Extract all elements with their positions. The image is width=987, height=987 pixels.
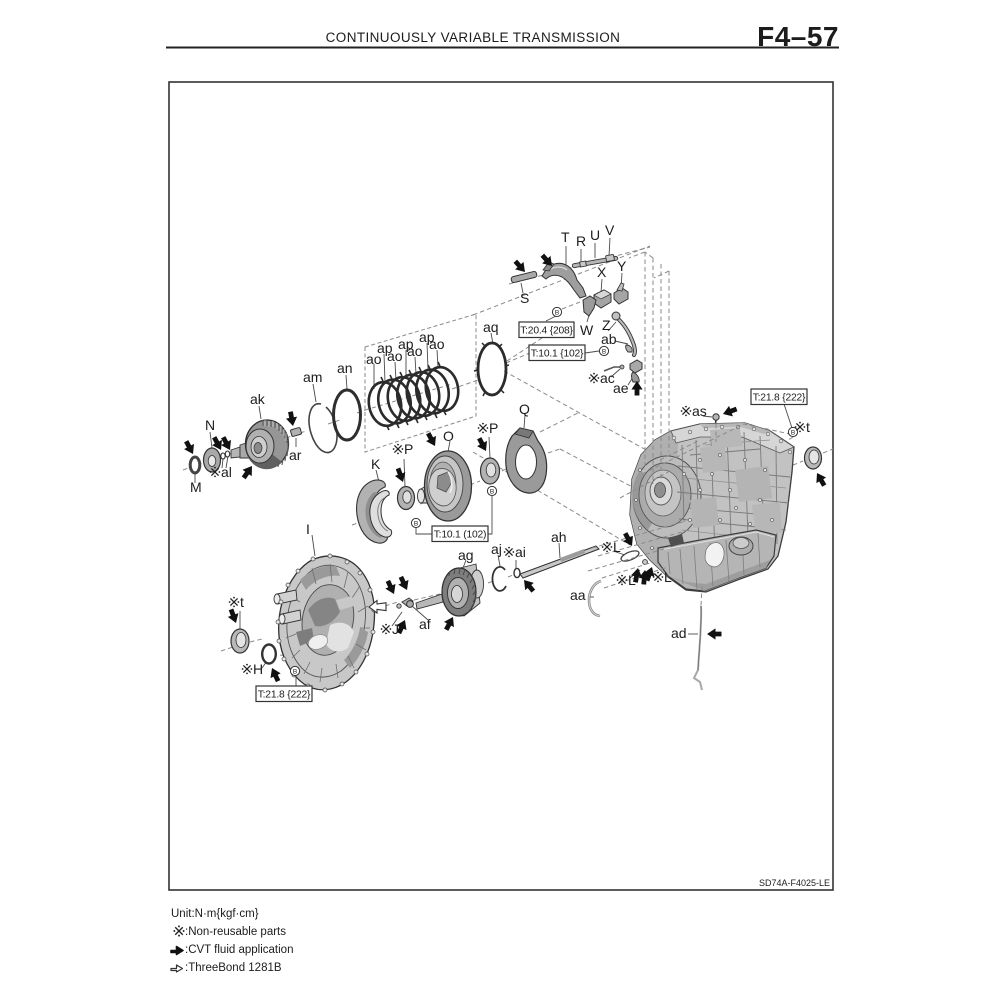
svg-text:ao: ao: [407, 343, 423, 359]
svg-text:CONTINUOUSLY VARIABLE TRANSMIS: CONTINUOUSLY VARIABLE TRANSMISSION: [326, 30, 621, 45]
svg-text:ak: ak: [250, 391, 266, 407]
svg-text:am: am: [303, 369, 322, 385]
svg-text:as: as: [692, 403, 707, 419]
svg-text:t: t: [806, 419, 810, 435]
svg-text:ad: ad: [671, 625, 687, 641]
svg-text:T: T: [561, 229, 570, 245]
svg-text:H: H: [253, 661, 263, 677]
svg-text:ab: ab: [601, 331, 617, 347]
svg-text:R: R: [576, 233, 586, 249]
svg-text:X: X: [597, 264, 607, 280]
svg-text:ac: ac: [600, 370, 615, 386]
svg-text:ao: ao: [429, 336, 445, 352]
svg-text:U: U: [590, 227, 600, 243]
svg-text:ao: ao: [387, 348, 403, 364]
svg-text:ar: ar: [289, 447, 302, 463]
svg-text:t: t: [240, 594, 244, 610]
svg-text:I: I: [306, 521, 310, 537]
svg-text:SD74A-F4025-LE: SD74A-F4025-LE: [759, 878, 830, 888]
svg-text:ap: ap: [377, 340, 393, 356]
svg-text:aa: aa: [570, 587, 586, 603]
svg-text:T:10.1 (102): T:10.1 (102): [434, 530, 487, 541]
svg-text:Y: Y: [617, 258, 627, 274]
svg-text:ag: ag: [458, 547, 474, 563]
svg-text:ap: ap: [398, 336, 414, 352]
svg-text:W: W: [580, 322, 594, 338]
svg-text:Unit:N·m{kgf·cm}: Unit:N·m{kgf·cm}: [171, 908, 259, 920]
svg-text:K: K: [371, 456, 381, 472]
svg-text:af: af: [419, 616, 431, 632]
svg-text:aj: aj: [491, 541, 502, 557]
svg-text:ap: ap: [419, 329, 435, 345]
svg-text::ThreeBond 1281B: :ThreeBond 1281B: [185, 962, 282, 974]
svg-text:Z: Z: [602, 317, 611, 333]
svg-text:N: N: [205, 417, 215, 433]
svg-text:O: O: [443, 428, 454, 444]
svg-text:P: P: [404, 441, 413, 457]
svg-text:T:10.1 {102}: T:10.1 {102}: [531, 349, 584, 360]
svg-text:al: al: [221, 464, 232, 480]
svg-text:an: an: [337, 360, 353, 376]
svg-text:M: M: [190, 479, 202, 495]
svg-text:ah: ah: [551, 529, 567, 545]
svg-text:L: L: [628, 572, 636, 588]
svg-text::Non-reusable parts: :Non-reusable parts: [185, 926, 286, 938]
svg-text:S: S: [520, 290, 529, 306]
svg-text:V: V: [605, 222, 615, 238]
svg-text::CVT fluid application: :CVT fluid application: [185, 944, 293, 956]
svg-text:P: P: [489, 420, 498, 436]
svg-text:ai: ai: [515, 544, 526, 560]
svg-text:T:20.4 {208}: T:20.4 {208}: [520, 326, 573, 337]
svg-text:J: J: [392, 621, 399, 637]
svg-text:ao: ao: [366, 351, 382, 367]
svg-text:T:21.8 {222}: T:21.8 {222}: [753, 393, 806, 404]
svg-text:ae: ae: [613, 380, 629, 396]
svg-text:L: L: [613, 539, 621, 555]
svg-text:aq: aq: [483, 319, 499, 335]
svg-text:L: L: [664, 569, 672, 585]
svg-text:T:21.8 {222}: T:21.8 {222}: [258, 690, 311, 701]
svg-text:Q: Q: [519, 401, 530, 417]
